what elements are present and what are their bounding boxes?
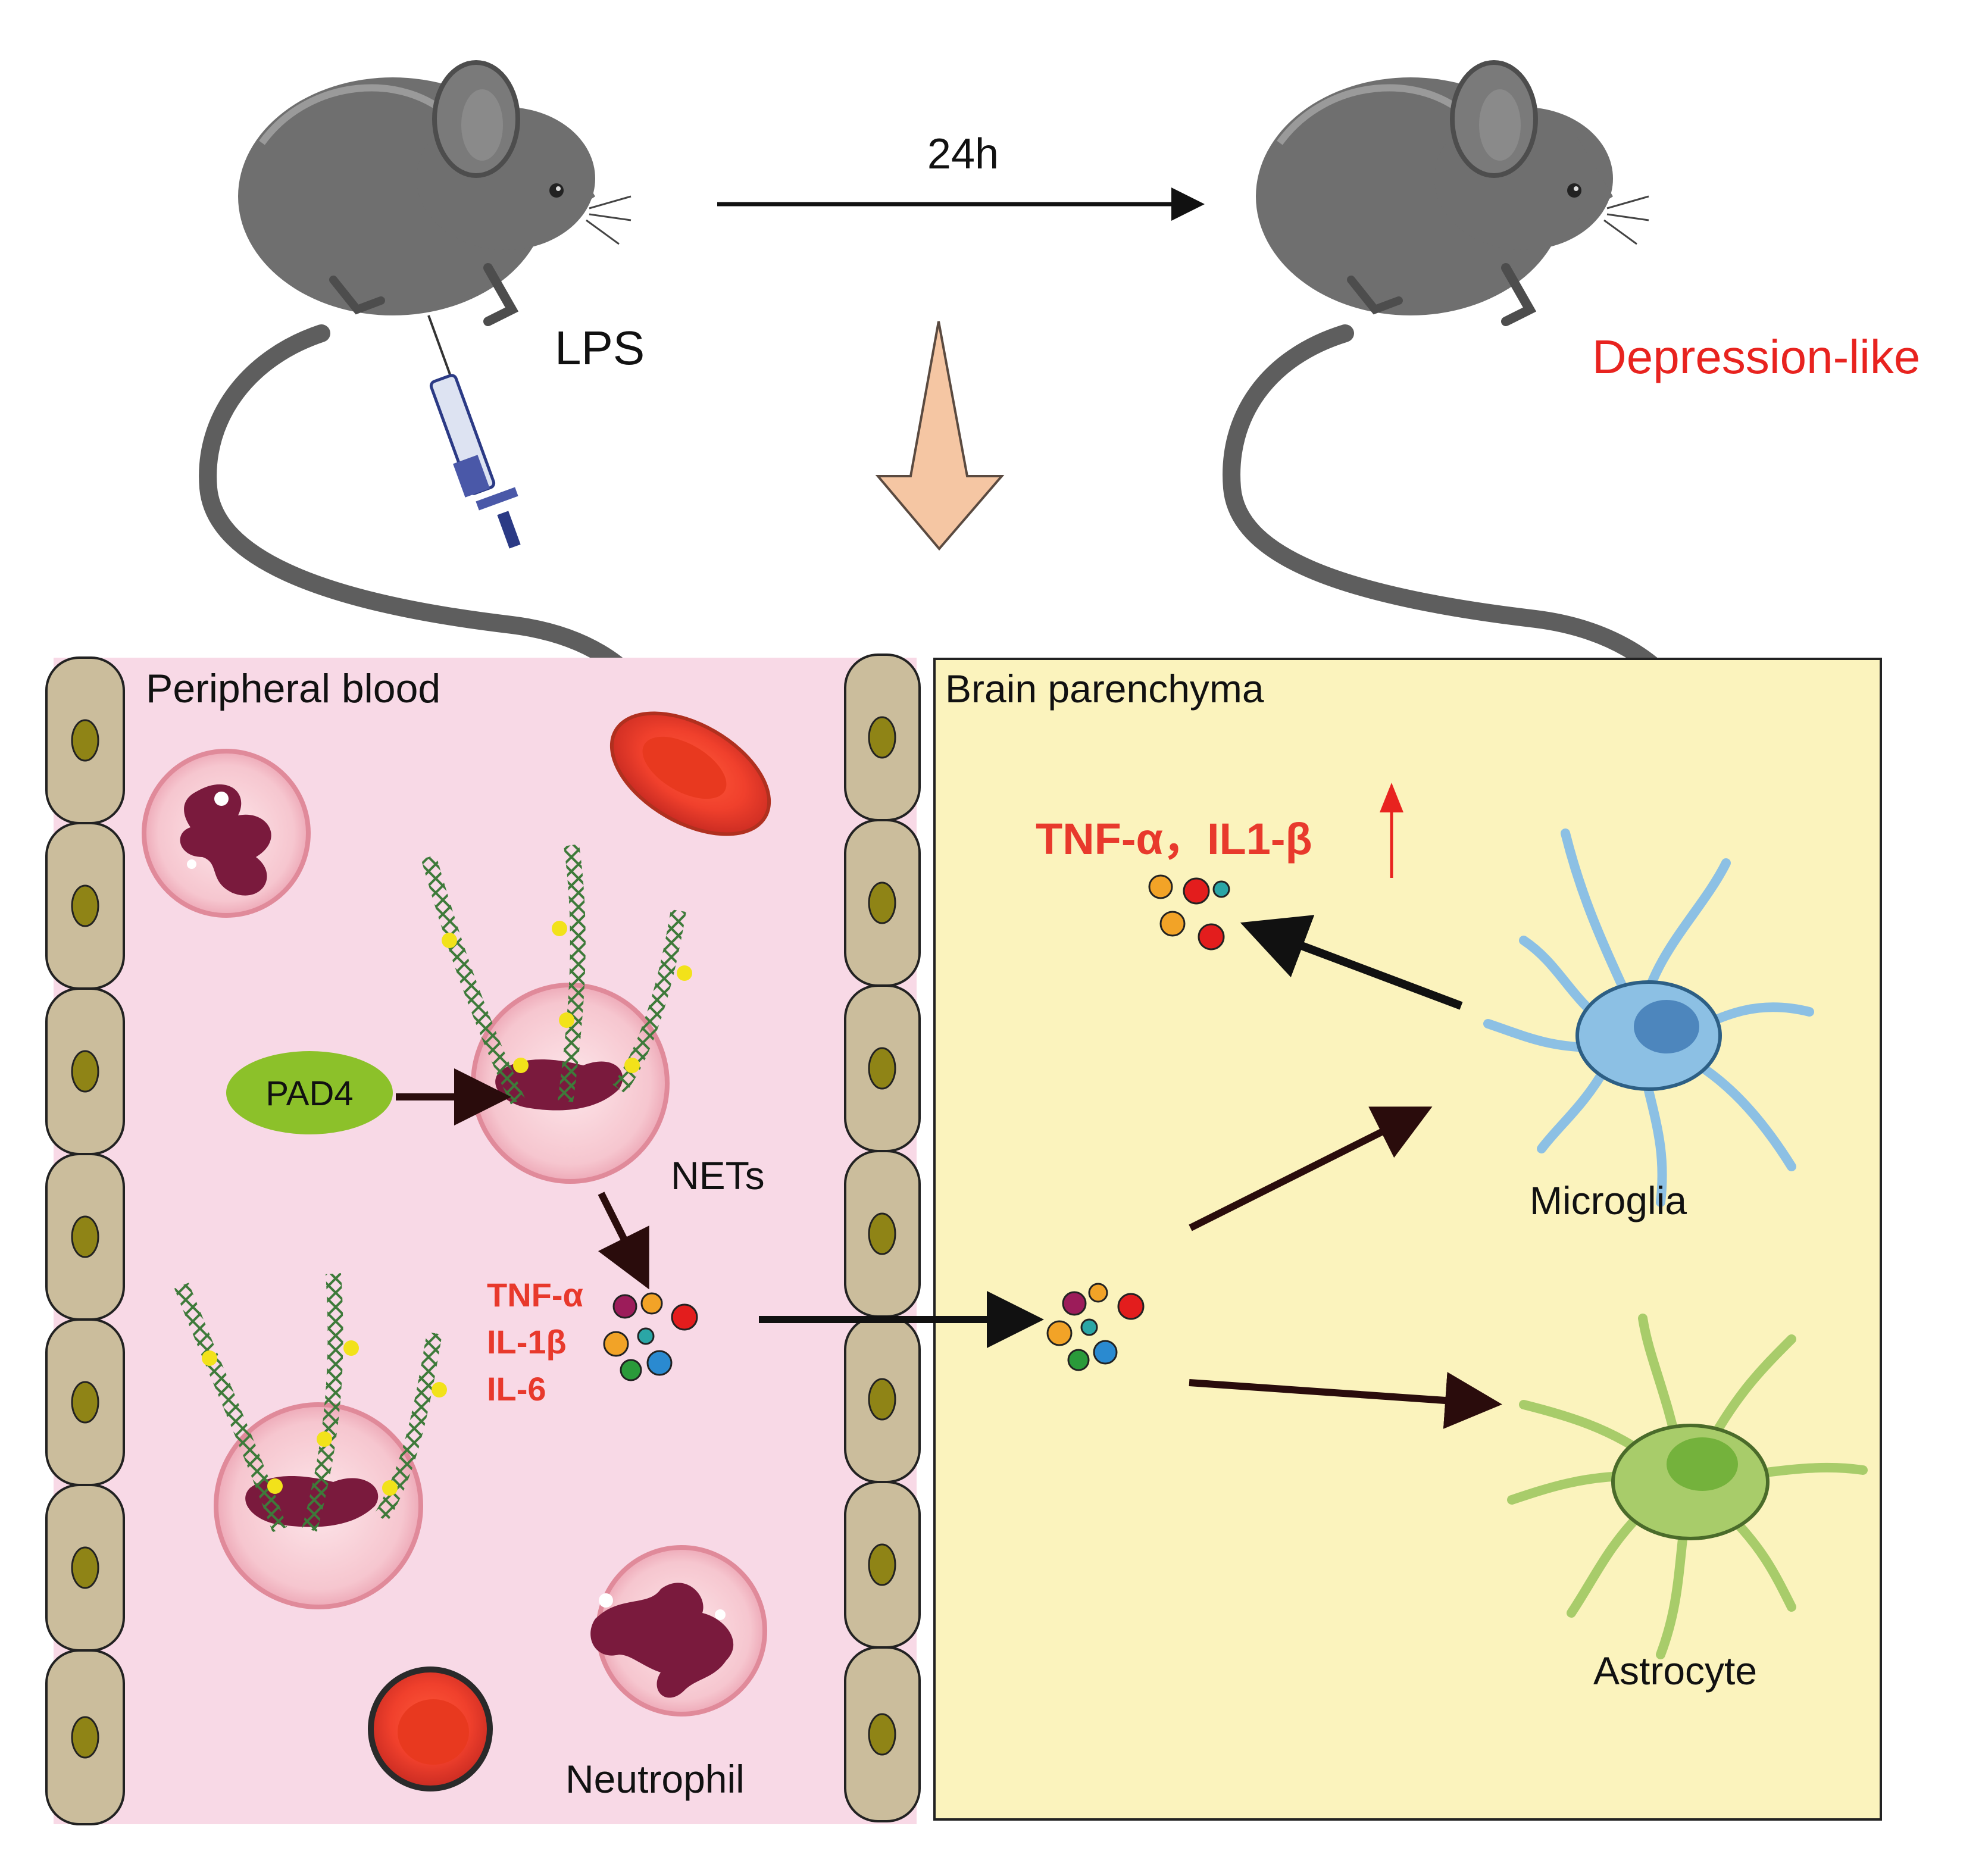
to-microglia-arrow [1189,1106,1433,1231]
brain-parenchyma-title: Brain parenchyma [945,667,1264,711]
neutrophil-cell-lower [590,1545,767,1716]
left-endothelium [45,656,125,1825]
net-to-cytokine-arrow [598,1192,649,1290]
microglia-cytokine-dots [1148,874,1230,950]
microglia-label: Microglia [1530,1178,1687,1222]
pad4-ellipse [226,1051,393,1134]
neutrophil-label: Neutrophil [565,1757,745,1801]
down-arrow [875,321,1005,551]
blood-cytokine-il1b: IL-1β [487,1323,567,1361]
syringe-icon [427,315,521,549]
right-endothelium [844,654,921,1822]
lps-label: LPS [555,321,645,374]
mouse-lps-icon [199,60,664,723]
net-cell-upper [421,844,692,1184]
mouse-depressed-icon [1223,60,1693,711]
nets-label: NETs [671,1153,765,1197]
blood-cytokine-dots [603,1292,698,1381]
peripheral-blood-title: Peripheral blood [146,666,440,711]
red-blood-cell-lower [368,1666,493,1791]
brain-parenchyma-panel [933,658,1882,1821]
astrocyte-label: Astrocyte [1593,1649,1757,1693]
astrocyte-icon [1507,1314,1868,1659]
microglia-release-arrow [1240,915,1463,1010]
pad4-label: PAD4 [265,1074,353,1113]
depression-like-label: Depression-like [1592,330,1920,383]
brain-cytokine-dots [1046,1283,1145,1371]
brain-cytokine-label: TNF-α，IL1-β [1036,814,1312,864]
net-cell-lower [174,1273,447,1609]
blood-cytokine-il6: IL-6 [487,1370,546,1408]
time-label: 24h [927,130,999,178]
upregulation-arrow-head [1380,783,1403,812]
microglia-icon [1483,828,1814,1207]
to-astrocyte-arrow [1189,1372,1502,1429]
blood-cytokine-tnf: TNF-α [487,1276,583,1314]
red-blood-cell [609,711,771,836]
neutrophil-cell [142,749,311,918]
